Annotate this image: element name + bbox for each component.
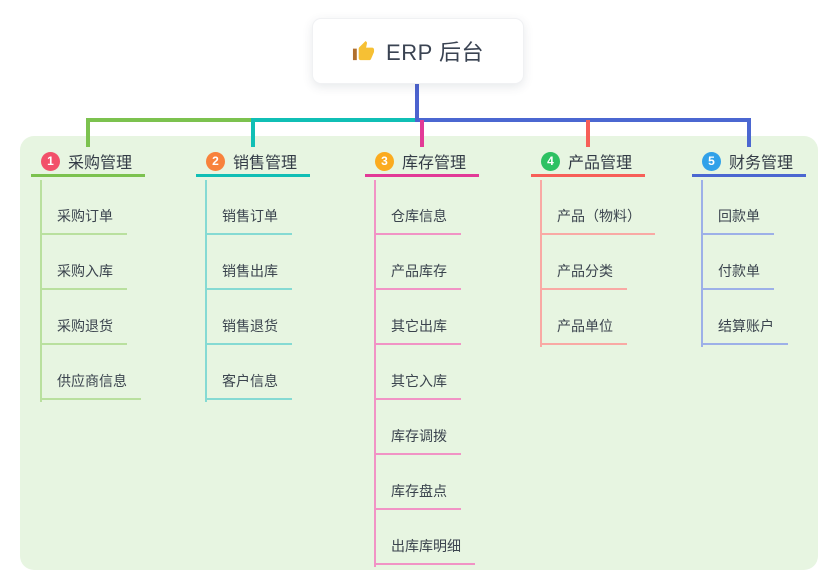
child-label: 供应商信息: [41, 371, 141, 400]
child-label: 出库库明细: [375, 536, 475, 565]
branch-children-2: 销售订单销售出库销售退货客户信息: [206, 180, 292, 400]
child-label: 产品分类: [541, 261, 627, 290]
child-node[interactable]: 其它入库: [375, 345, 475, 400]
branch-node-3[interactable]: 3 库存管理: [365, 148, 479, 177]
root-label: ERP 后台: [386, 40, 484, 65]
child-node[interactable]: 采购入库: [41, 235, 141, 290]
branch-badge-1: 1: [41, 151, 60, 171]
branch-children-5: 回款单付款单结算账户: [702, 180, 788, 345]
branch-children-4: 产品（物料） 产品分类产品单位: [541, 180, 655, 345]
child-label: 采购退货: [41, 316, 127, 345]
connector-horizontal-2: [251, 118, 419, 122]
connector-stub-2: [251, 120, 255, 147]
branch-title-2: 销售管理: [233, 155, 298, 172]
child-label: 销售订单: [206, 206, 292, 235]
root-stem: [415, 82, 419, 122]
branch-children-1: 采购订单采购入库采购退货供应商信息: [41, 180, 141, 400]
child-label: 库存盘点: [375, 481, 461, 510]
child-label: 库存调拨: [375, 426, 461, 455]
child-node[interactable]: 付款单: [702, 235, 788, 290]
branches-panel: [20, 136, 818, 570]
child-node[interactable]: 结算账户: [702, 290, 788, 345]
connector-stub-5: [747, 120, 751, 147]
child-node[interactable]: 产品（物料）: [541, 180, 655, 235]
child-node[interactable]: 库存调拨: [375, 400, 475, 455]
child-label: 付款单: [702, 261, 774, 290]
branch-title-4: 产品管理: [568, 155, 633, 172]
child-node[interactable]: 采购订单: [41, 180, 141, 235]
child-label: 产品库存: [375, 261, 461, 290]
child-node[interactable]: 其它出库: [375, 290, 475, 345]
branch-spine-5: [701, 180, 703, 347]
child-node[interactable]: 仓库信息: [375, 180, 475, 235]
child-node[interactable]: 销售退货: [206, 290, 292, 345]
branch-spine-3: [374, 180, 376, 567]
branch-spine-2: [205, 180, 207, 402]
child-node[interactable]: 库存盘点: [375, 455, 475, 510]
child-label: 产品单位: [541, 316, 627, 345]
root-node[interactable]: ERP 后台: [312, 18, 524, 84]
branch-node-2[interactable]: 2 销售管理: [196, 148, 310, 177]
connector-horizontal-5: [415, 118, 751, 122]
child-label: 采购订单: [41, 206, 127, 235]
branch-node-4[interactable]: 4 产品管理: [531, 148, 645, 177]
branch-badge-2: 2: [206, 151, 225, 171]
child-node[interactable]: 供应商信息: [41, 345, 141, 400]
branch-badge-3: 3: [375, 151, 394, 171]
child-label: 客户信息: [206, 371, 292, 400]
child-label: 销售出库: [206, 261, 292, 290]
child-label: 其它出库: [375, 316, 461, 345]
child-node[interactable]: 产品库存: [375, 235, 475, 290]
connector-stub-4: [586, 120, 590, 147]
branch-title-1: 采购管理: [68, 155, 133, 172]
child-label: 结算账户: [702, 316, 788, 345]
child-label: 其它入库: [375, 371, 461, 400]
child-node[interactable]: 采购退货: [41, 290, 141, 345]
branch-title-3: 库存管理: [402, 155, 467, 172]
child-node[interactable]: 回款单: [702, 180, 788, 235]
child-label: 采购入库: [41, 261, 127, 290]
child-label: 仓库信息: [375, 206, 461, 235]
branch-node-1[interactable]: 1 采购管理: [31, 148, 145, 177]
child-node[interactable]: 出库库明细: [375, 510, 475, 565]
branch-title-5: 财务管理: [729, 155, 794, 172]
child-label: 产品（物料）: [541, 206, 655, 235]
child-node[interactable]: 产品单位: [541, 290, 655, 345]
branch-spine-1: [40, 180, 42, 402]
child-node[interactable]: 销售出库: [206, 235, 292, 290]
child-label: 回款单: [702, 206, 774, 235]
child-label: 销售退货: [206, 316, 292, 345]
branch-node-5[interactable]: 5 财务管理: [692, 148, 806, 177]
connector-stub-3: [420, 120, 424, 147]
child-node[interactable]: 客户信息: [206, 345, 292, 400]
connector-stub-1: [86, 120, 90, 147]
child-node[interactable]: 销售订单: [206, 180, 292, 235]
branch-spine-4: [540, 180, 542, 347]
child-node[interactable]: 产品分类: [541, 235, 655, 290]
thumbs-up-icon: [352, 40, 375, 63]
branch-children-3: 仓库信息产品库存其它出库其它入库库存调拨库存盘点出库库明细: [375, 180, 475, 565]
branch-badge-4: 4: [541, 151, 560, 171]
branch-badge-5: 5: [702, 151, 721, 171]
